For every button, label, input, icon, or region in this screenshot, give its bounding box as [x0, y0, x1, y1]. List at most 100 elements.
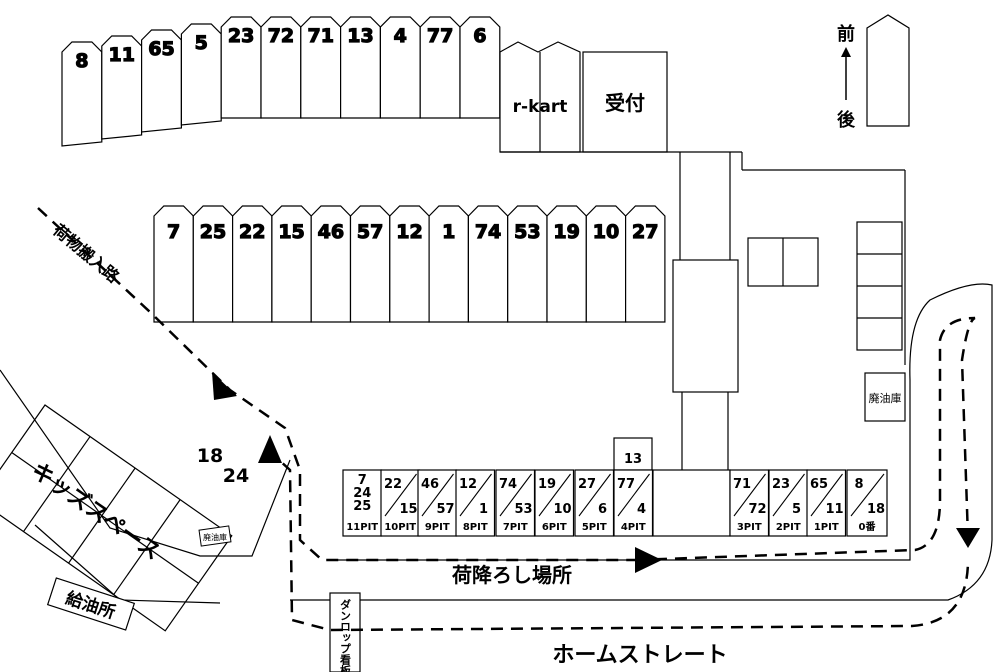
- direction-indicator: 前 後: [837, 23, 856, 131]
- pit-bottom-number: 4: [637, 502, 646, 517]
- garage-number: 71: [307, 25, 333, 47]
- garage-27: 27: [625, 205, 666, 323]
- pit-label: 11PIT: [346, 522, 378, 533]
- pit-label: 1PIT: [814, 522, 839, 533]
- pit-top-number: 24: [353, 486, 371, 501]
- pit-label: 8PIT: [463, 522, 488, 533]
- pit-top-number: 8: [854, 477, 863, 492]
- garage-number: 25: [200, 221, 226, 243]
- pit-label: 9PIT: [425, 522, 450, 533]
- pit-top-number: 22: [384, 477, 402, 492]
- garage-number: 13: [347, 25, 373, 47]
- pit-top-number: 77: [617, 477, 635, 492]
- pit-top-number: 65: [810, 477, 828, 492]
- pit-top-number: 7: [358, 473, 367, 488]
- arrow-right-icon: [635, 547, 662, 573]
- garage-11: 11: [101, 35, 143, 140]
- garage-number: 1: [442, 221, 455, 243]
- front-label: 前: [837, 23, 855, 45]
- garage-number: 27: [632, 221, 658, 243]
- garage-number: 7: [167, 221, 180, 243]
- garage-25: 25: [192, 205, 234, 323]
- garage-23: 23: [220, 16, 262, 119]
- garage-number: 65: [148, 38, 174, 60]
- arrow-down-right-icon: [212, 372, 237, 400]
- garage-number: 15: [278, 221, 304, 243]
- rkart-label: r-kart: [513, 97, 568, 117]
- garage-number: 57: [357, 221, 383, 243]
- pit-label: 3PIT: [737, 522, 762, 533]
- pit-bottom-number: 5: [792, 502, 801, 517]
- kids-space: キッズスペース 18 24 廃油庫: [0, 404, 249, 632]
- pit-label: 7PIT: [503, 522, 528, 533]
- pit-label: 6PIT: [542, 522, 567, 533]
- garage-number: 12: [396, 221, 422, 243]
- garage-number: 8: [75, 50, 88, 72]
- kids-number-18: 18: [197, 445, 223, 467]
- garage-71: 71: [300, 16, 342, 119]
- garage-number: 10: [593, 221, 619, 243]
- garage-5: 5: [180, 23, 222, 126]
- central-corridor: [500, 151, 906, 470]
- pit-bottom-number: 6: [598, 502, 607, 517]
- pit-8: 774 4PIT: [613, 469, 654, 537]
- top-right-building: [866, 14, 910, 127]
- pit-row-filler: [652, 469, 731, 537]
- garage-number: 53: [514, 221, 540, 243]
- garage-number: 46: [318, 221, 344, 243]
- pit-label: 2PIT: [776, 522, 801, 533]
- pit-top-number: 23: [772, 477, 790, 492]
- garage-number: 6: [473, 25, 486, 47]
- route-arrows: [212, 372, 980, 573]
- garage-4: 4: [379, 16, 421, 119]
- cargo-route-path: [37, 207, 635, 562]
- garage-46: 46: [310, 205, 352, 323]
- garage-13: 13: [340, 16, 381, 119]
- garage-number: 22: [239, 221, 265, 243]
- pit-13-box: 13: [613, 437, 653, 471]
- pit-label: 4PIT: [621, 522, 646, 533]
- garage-65: 65: [141, 29, 182, 133]
- pit-top-number: 71: [733, 477, 751, 492]
- dunlop-sign: ダンロップ看板: [329, 592, 361, 672]
- garage-57: 57: [349, 205, 391, 323]
- unloading-area-label: 荷降ろし場所: [452, 563, 572, 587]
- storage-boxes: [747, 221, 903, 351]
- garage-77: 77: [419, 16, 461, 119]
- home-straight-label: ホームストレート: [552, 643, 727, 668]
- garage-7: 7: [153, 205, 194, 323]
- pit-row: 7242511PIT221510PIT46579PIT1218PIT74537P…: [342, 469, 888, 537]
- garage-6: 6: [459, 16, 501, 119]
- garage-72: 72: [260, 16, 302, 119]
- reception-building: 受付: [582, 51, 668, 153]
- pit-bottom-number: 15: [399, 502, 417, 517]
- waste-oil-storage: 廃油庫: [864, 372, 906, 422]
- garage-10: 10: [585, 205, 627, 323]
- garage-number: 77: [427, 25, 453, 47]
- pit-bottom-number: 57: [436, 502, 454, 517]
- garage-22: 22: [232, 205, 273, 323]
- pit-13-label: 13: [624, 452, 642, 467]
- garage-number: 4: [394, 25, 407, 47]
- waste-oil-label: 廃油庫: [869, 391, 902, 405]
- kids-corner-label: 廃油庫: [203, 532, 227, 542]
- pit-top-number: 46: [421, 477, 439, 492]
- back-label: 後: [837, 109, 856, 131]
- garage-number: 11: [108, 44, 134, 66]
- garage-15: 15: [271, 205, 312, 323]
- garage-19: 19: [546, 205, 587, 323]
- dunlop-sign-label: ダンロップ看板: [339, 598, 352, 672]
- garage-number: 23: [228, 25, 254, 47]
- pit-bottom-number: 18: [867, 502, 885, 517]
- garage-1: 1: [428, 205, 469, 323]
- pit-top-number: 27: [578, 477, 596, 492]
